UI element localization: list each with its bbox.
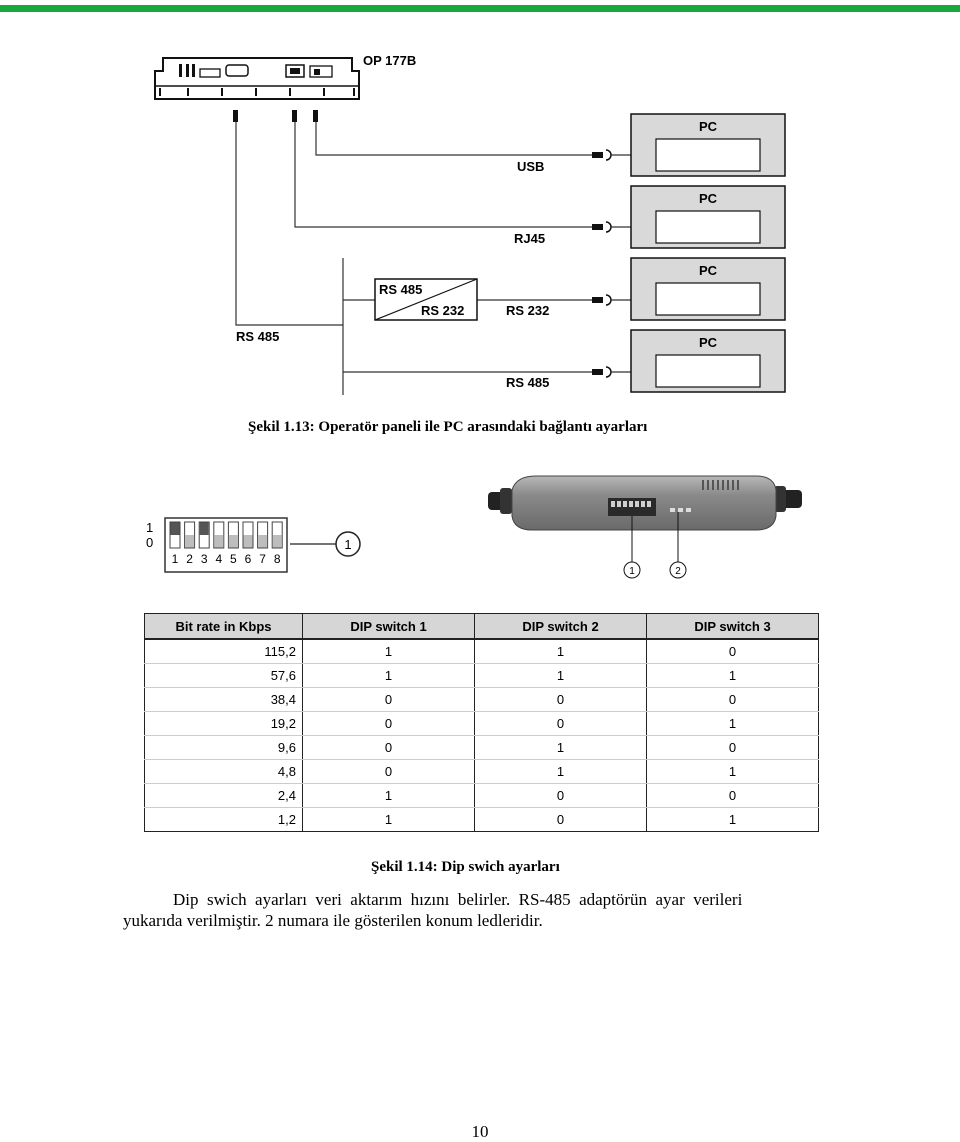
dip-switch-lever xyxy=(199,522,209,535)
switch-cell: 1 xyxy=(646,759,819,784)
paragraph-line-1: Dip swich ayarları veri aktarım hızını b… xyxy=(173,890,743,909)
pc-box-rj45: PC xyxy=(630,185,786,249)
table-row: 57,6 1 1 1 xyxy=(144,663,819,688)
dip-switch-lever xyxy=(243,535,253,548)
dip-switch-number: 4 xyxy=(215,552,222,566)
dip-switch-number: 5 xyxy=(230,552,237,566)
switch-cell: 1 xyxy=(646,807,819,832)
switch-cell: 1 xyxy=(474,759,647,784)
row-label-one: 1 xyxy=(146,520,153,535)
paragraph-line-2: yukarıda verilmiştir. 2 numara ile göste… xyxy=(123,911,543,930)
dip-switch-number: 3 xyxy=(201,552,208,566)
connector-rj45-plug xyxy=(592,221,631,233)
bit-rate-cell: 38,4 xyxy=(144,687,303,712)
pc-box-rs232: PC xyxy=(630,257,786,321)
pc-label: PC xyxy=(699,191,718,206)
figure-caption-2: Şekil 1.14: Dip swich ayarları xyxy=(371,859,560,875)
switch-cell: 1 xyxy=(302,663,475,688)
connector-rs232-plug xyxy=(592,294,631,306)
switch-cell: 0 xyxy=(646,687,819,712)
rs485-rs232-adapter xyxy=(374,278,478,321)
bit-rate-cell: 19,2 xyxy=(144,711,303,736)
page-number: 10 xyxy=(471,1122,489,1141)
switch-cell: 0 xyxy=(302,735,475,760)
dip-switch-lever xyxy=(258,535,268,548)
connector-rs485-plug xyxy=(592,366,631,378)
rs232-label: RS 232 xyxy=(506,303,549,318)
adapter-rs485-label: RS 485 xyxy=(379,282,422,297)
table-row: 4,8 0 1 1 xyxy=(144,759,819,784)
device-callout-2: 2 xyxy=(675,566,681,577)
dip-switch-number: 2 xyxy=(186,552,193,566)
header-dip-switch-1: DIP switch 1 xyxy=(302,613,475,640)
switch-cell: 0 xyxy=(474,783,647,808)
switch-cell: 0 xyxy=(474,687,647,712)
dip-switch-lever xyxy=(272,535,282,548)
switch-cell: 1 xyxy=(302,807,475,832)
connector-usb-plug xyxy=(592,149,631,161)
table-row: 1,2 1 0 1 xyxy=(144,807,819,832)
table-row: 2,4 1 0 0 xyxy=(144,783,819,808)
table-header-row: Bit rate in Kbps DIP switch 1 DIP switch… xyxy=(144,613,819,640)
table-row: 19,2 0 0 1 xyxy=(144,711,819,736)
pc-box-rs485: PC xyxy=(630,329,786,393)
switch-cell: 1 xyxy=(302,639,475,664)
dip-switch-lever xyxy=(228,535,238,548)
switch-cell: 1 xyxy=(474,735,647,760)
rj45-label: RJ45 xyxy=(514,231,545,246)
pc-box-usb: PC xyxy=(630,113,786,177)
table-row: 38,4 0 0 0 xyxy=(144,687,819,712)
panel-label: OP 177B xyxy=(363,53,416,68)
switch-cell: 1 xyxy=(646,711,819,736)
dip-switch-lever xyxy=(214,535,224,548)
dip-switch-lever xyxy=(185,535,195,548)
switch-cell: 1 xyxy=(474,663,647,688)
connection-diagram: OP 177B RS 485 RS 232 USB RJ45 RS 232 xyxy=(154,53,786,395)
top-color-bar xyxy=(0,5,960,12)
table-row: 9,6 0 1 0 xyxy=(144,735,819,760)
switch-cell: 1 xyxy=(302,783,475,808)
switch-cell: 0 xyxy=(646,783,819,808)
dip-switch-number: 1 xyxy=(172,552,179,566)
figure-caption-1: Şekil 1.13: Operatör paneli ile PC arası… xyxy=(248,419,648,435)
bit-rate-cell: 4,8 xyxy=(144,759,303,784)
switch-cell: 0 xyxy=(302,711,475,736)
header-bit-rate: Bit rate in Kbps xyxy=(144,613,303,640)
adapter-rs232-label: RS 232 xyxy=(421,303,464,318)
rs485-bus-label: RS 485 xyxy=(236,329,279,344)
header-dip-switch-3: DIP switch 3 xyxy=(646,613,819,640)
usb-label: USB xyxy=(517,159,544,174)
bit-rate-cell: 2,4 xyxy=(144,783,303,808)
bit-rate-cell: 9,6 xyxy=(144,735,303,760)
dip-switch-number: 8 xyxy=(274,552,281,566)
bit-rate-cell: 57,6 xyxy=(144,663,303,688)
switch-cell: 1 xyxy=(646,663,819,688)
row-label-zero: 0 xyxy=(146,535,153,550)
device-callout-1: 1 xyxy=(629,566,635,577)
rs485-adapter-device: 1 2 xyxy=(488,475,802,579)
pc-label: PC xyxy=(699,263,718,278)
bit-rate-cell: 115,2 xyxy=(144,639,303,664)
dip-switch-lever xyxy=(170,522,180,535)
pc-label: PC xyxy=(699,119,718,134)
header-dip-switch-2: DIP switch 2 xyxy=(474,613,647,640)
operator-panel xyxy=(154,57,360,100)
dip-switch-number: 7 xyxy=(259,552,266,566)
switch-cell: 0 xyxy=(646,735,819,760)
callout-number: 1 xyxy=(344,537,351,552)
dip-switch-table: Bit rate in Kbps DIP switch 1 DIP switch… xyxy=(144,613,819,832)
switch-cell: 0 xyxy=(302,687,475,712)
switch-cell: 0 xyxy=(474,711,647,736)
pc-label: PC xyxy=(699,335,718,350)
switch-cell: 0 xyxy=(302,759,475,784)
switch-cell: 0 xyxy=(646,639,819,664)
bit-rate-cell: 1,2 xyxy=(144,807,303,832)
switch-cell: 0 xyxy=(474,807,647,832)
dip-switch-number: 6 xyxy=(245,552,252,566)
rs485-label: RS 485 xyxy=(506,375,549,390)
switch-cell: 1 xyxy=(474,639,647,664)
table-row: 115,2 1 1 0 xyxy=(144,639,819,664)
